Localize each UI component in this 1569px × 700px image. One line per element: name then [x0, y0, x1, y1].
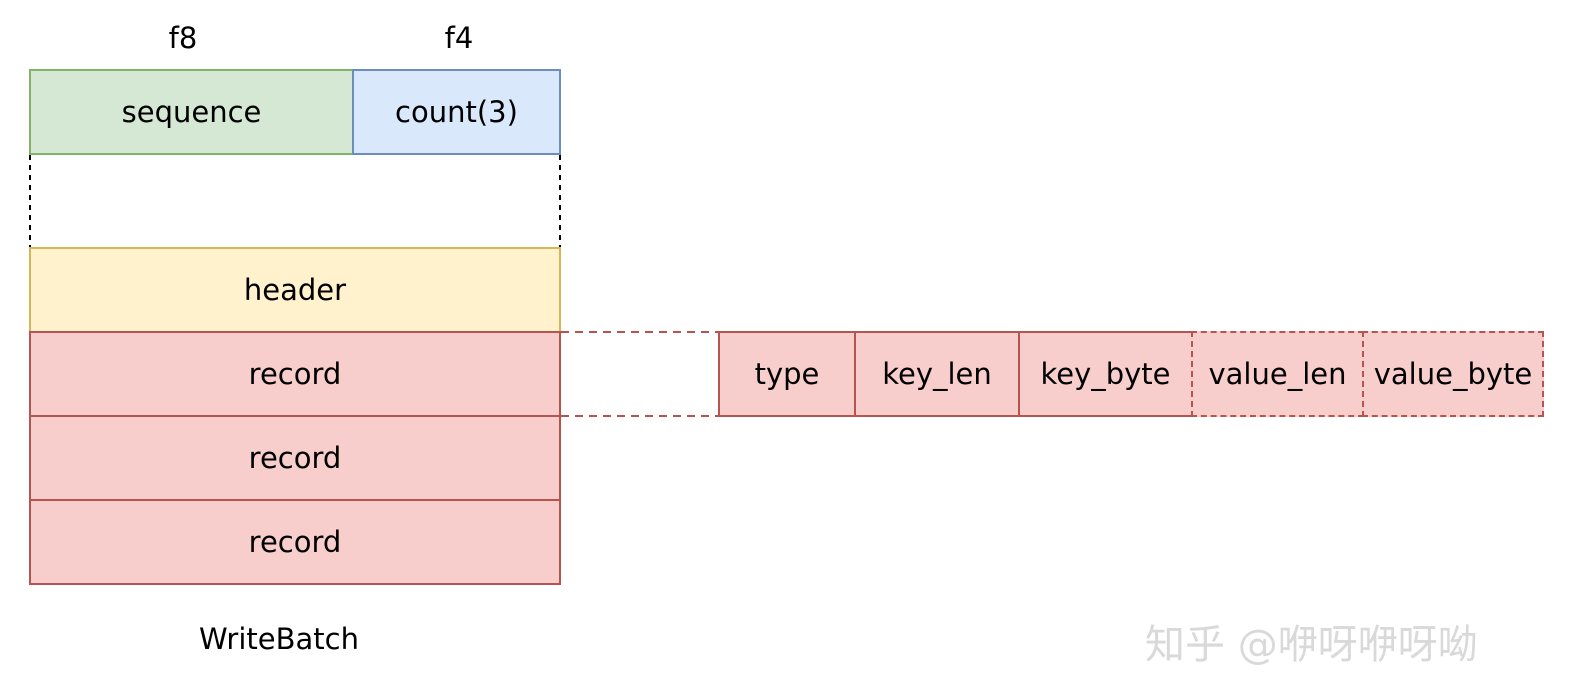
sequence-field: sequence	[29, 69, 354, 155]
batch-record-block: record	[29, 331, 561, 417]
record-key-byte-field: key_byte	[1018, 331, 1193, 417]
record-type-field: type	[718, 331, 856, 417]
writebatch-caption: WriteBatch	[199, 622, 359, 656]
count-field: count(3)	[352, 69, 561, 155]
record-value-len-field: value_len	[1191, 331, 1364, 417]
batch-record-block: record	[29, 415, 561, 501]
batch-header-block: header	[29, 247, 561, 333]
zhihu-watermark: 知乎 @咿呀咿呀呦	[1145, 622, 1478, 668]
batch-record-block: record	[29, 499, 561, 585]
record-value-byte-field: value_byte	[1362, 331, 1544, 417]
record-key-len-field: key_len	[854, 331, 1020, 417]
count-size-label: f4	[444, 21, 474, 55]
sequence-size-label: f8	[168, 21, 198, 55]
